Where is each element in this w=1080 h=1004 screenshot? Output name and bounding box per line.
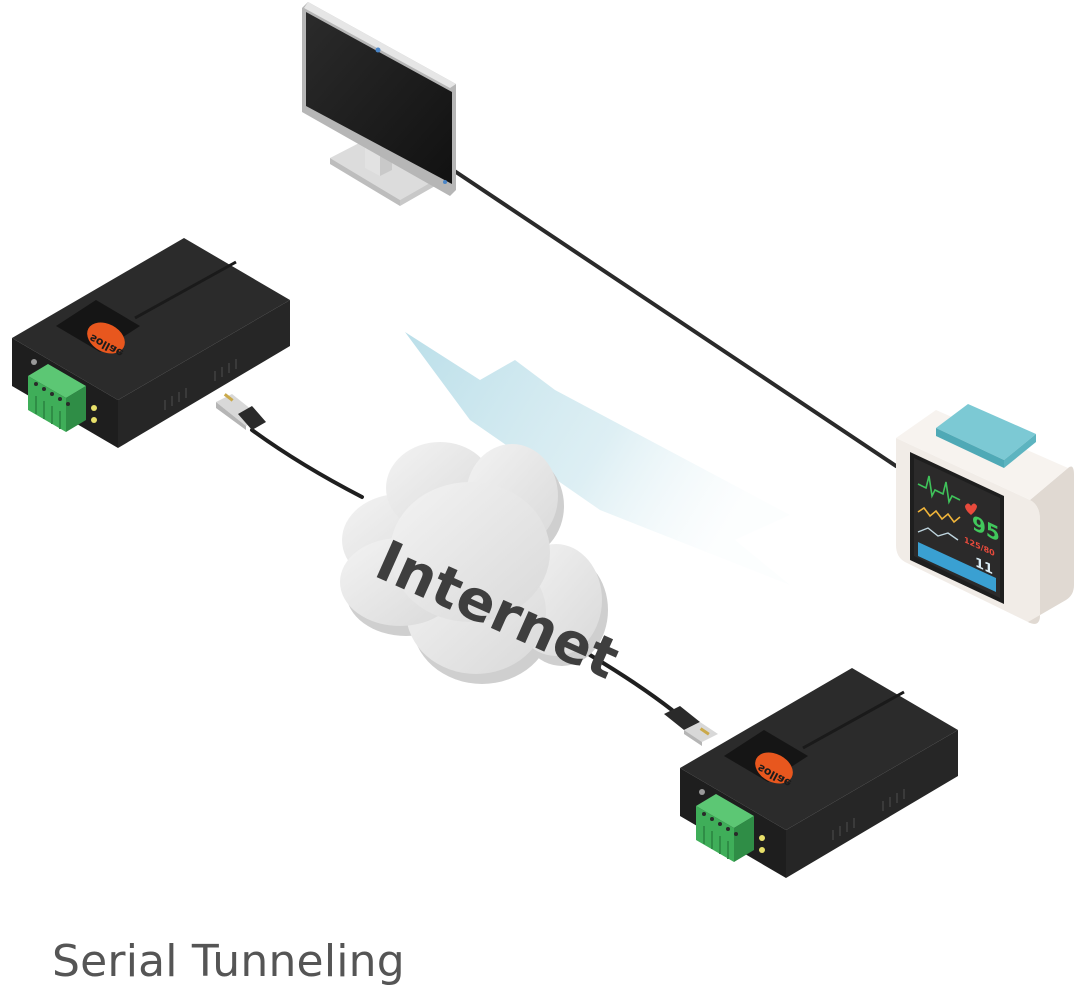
wireless-signal-beam [405, 332, 790, 585]
diagram-caption: Serial Tunneling [52, 936, 405, 987]
device-server-right: sollae [680, 668, 958, 878]
device-server-left: sollae [12, 238, 290, 448]
ethernet-cable-right [588, 653, 718, 746]
patient-monitor: 95 125/80 11 [896, 404, 1074, 624]
internet-cloud: Internet [340, 442, 628, 693]
ethernet-cable-left [216, 393, 364, 499]
cable-monitor-to-patient-monitor [448, 166, 898, 468]
desktop-monitor [302, 2, 456, 206]
heart-icon [965, 503, 977, 515]
